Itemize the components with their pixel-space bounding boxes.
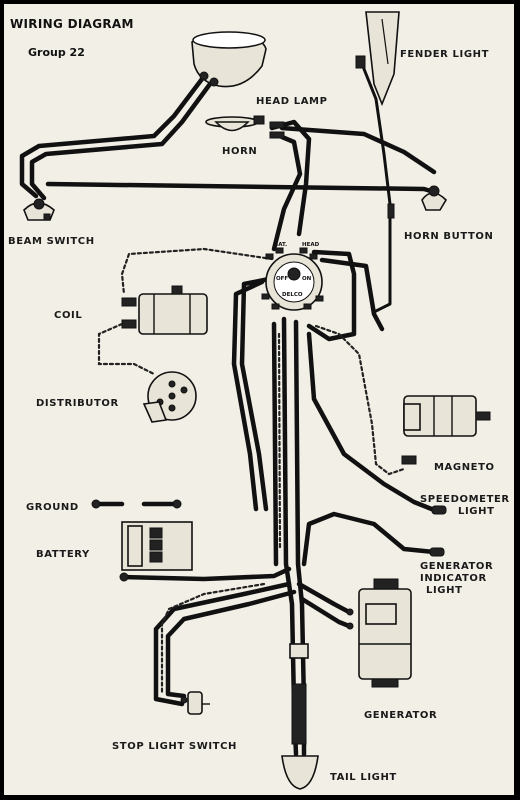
dash-coil-dist [97,322,156,376]
beam-switch: BEAM SWITCH [8,198,95,247]
distributor: DISTRIBUTOR [36,371,197,423]
generator-indicator-label-1: GENERATOR [420,561,493,572]
wire-switch-right [319,257,385,332]
generator-indicator-label-2: INDICATOR [420,573,487,584]
head-lamp-label: HEAD LAMP [256,96,328,107]
generator: GENERATOR [346,578,437,721]
wire-stop-b [165,589,297,699]
switch-brand: DELCO [282,292,303,298]
ground: GROUND [26,499,182,513]
horn-button-label: HORN BUTTON [404,231,494,242]
magneto-label: MAGNETO [434,462,495,473]
speedometer-light-bulb [431,505,447,515]
wire-gen-a [296,581,352,615]
switch-terminal-head: HEAD [302,242,320,248]
wire-speedometer [306,331,437,513]
wire-horn-a [279,125,437,175]
beam-switch-label: BEAM SWITCH [8,236,95,247]
battery-label: BATTERY [36,549,90,560]
wire-headlamp-beam-b [29,81,213,201]
ground-label: GROUND [26,502,79,513]
tail-light: TAIL LIGHT [281,643,397,790]
stop-light-switch-body [187,691,203,715]
coil-body [138,293,208,335]
dash-trunk [277,332,282,551]
diagram-subtitle: Group 22 [28,46,85,59]
fender-light-label: FENDER LIGHT [400,49,489,60]
coil: COIL [54,285,208,335]
fender-light-terminal [355,55,366,69]
wire-stop-a [153,581,292,707]
wire-horn-c [269,119,312,237]
generator-indicator-bulb [429,547,445,557]
wire-left-branch [239,276,272,512]
diagram-frame: WIRING DIAGRAM Group 22 [4,4,514,795]
wire-fender [362,67,392,314]
stop-light-switch: STOP LIGHT SWITCH [112,691,237,752]
generator-indicator-light: GENERATOR INDICATOR LIGHT [420,547,493,596]
generator-body [358,588,412,680]
ground-terminal-right [172,499,182,509]
distributor-label: DISTRIBUTOR [36,398,119,409]
switch-terminal-bat: BAT. [274,242,287,248]
wire-left-branch-b [231,279,265,512]
wire-battery [121,566,292,582]
wire-trunk-c [271,321,279,567]
speedometer-light-label-1: SPEEDOMETER [420,494,510,505]
magneto: MAGNETO [401,395,495,473]
stop-light-switch-label: STOP LIGHT SWITCH [112,741,237,752]
wire-headlamp-beam-a [19,76,205,199]
switch-on-mark: ON [302,276,312,282]
fender-light-body [365,11,400,107]
generator-label: GENERATOR [364,710,437,721]
wire-gen-b [299,596,352,629]
coil-label: COIL [54,310,82,321]
battery: BATTERY [36,521,193,582]
ignition-switch: OFF ON DELCO BAT. HEAD [261,242,324,311]
dash-coil-top [120,247,274,296]
horn-button: HORN BUTTON [387,185,494,242]
dash-stop [160,582,266,696]
wire-horn-b [271,134,303,252]
horn-label: HORN [222,146,257,157]
generator-indicator-label-3: LIGHT [426,585,463,596]
speedometer-light: SPEEDOMETER LIGHT [420,494,510,517]
head-lamp: HEAD LAMP [191,31,328,107]
wire-switch-loop [306,249,357,342]
dashed-wires [97,247,406,696]
dash-magneto [314,324,406,476]
diagram-title: WIRING DIAGRAM [10,17,134,31]
wiring-diagram-svg: WIRING DIAGRAM Group 22 [8,11,510,790]
fender-light: FENDER LIGHT [355,11,489,107]
switch-off-mark: OFF [276,276,288,282]
wire-gen-indicator [301,511,437,567]
horn: HORN [205,115,285,157]
tail-light-lens [281,755,319,790]
speedometer-light-label-2: LIGHT [458,506,495,517]
wire-beam-hornbutton [45,181,437,195]
ground-terminal-left [91,499,101,509]
tail-light-label: TAIL LIGHT [330,772,397,783]
